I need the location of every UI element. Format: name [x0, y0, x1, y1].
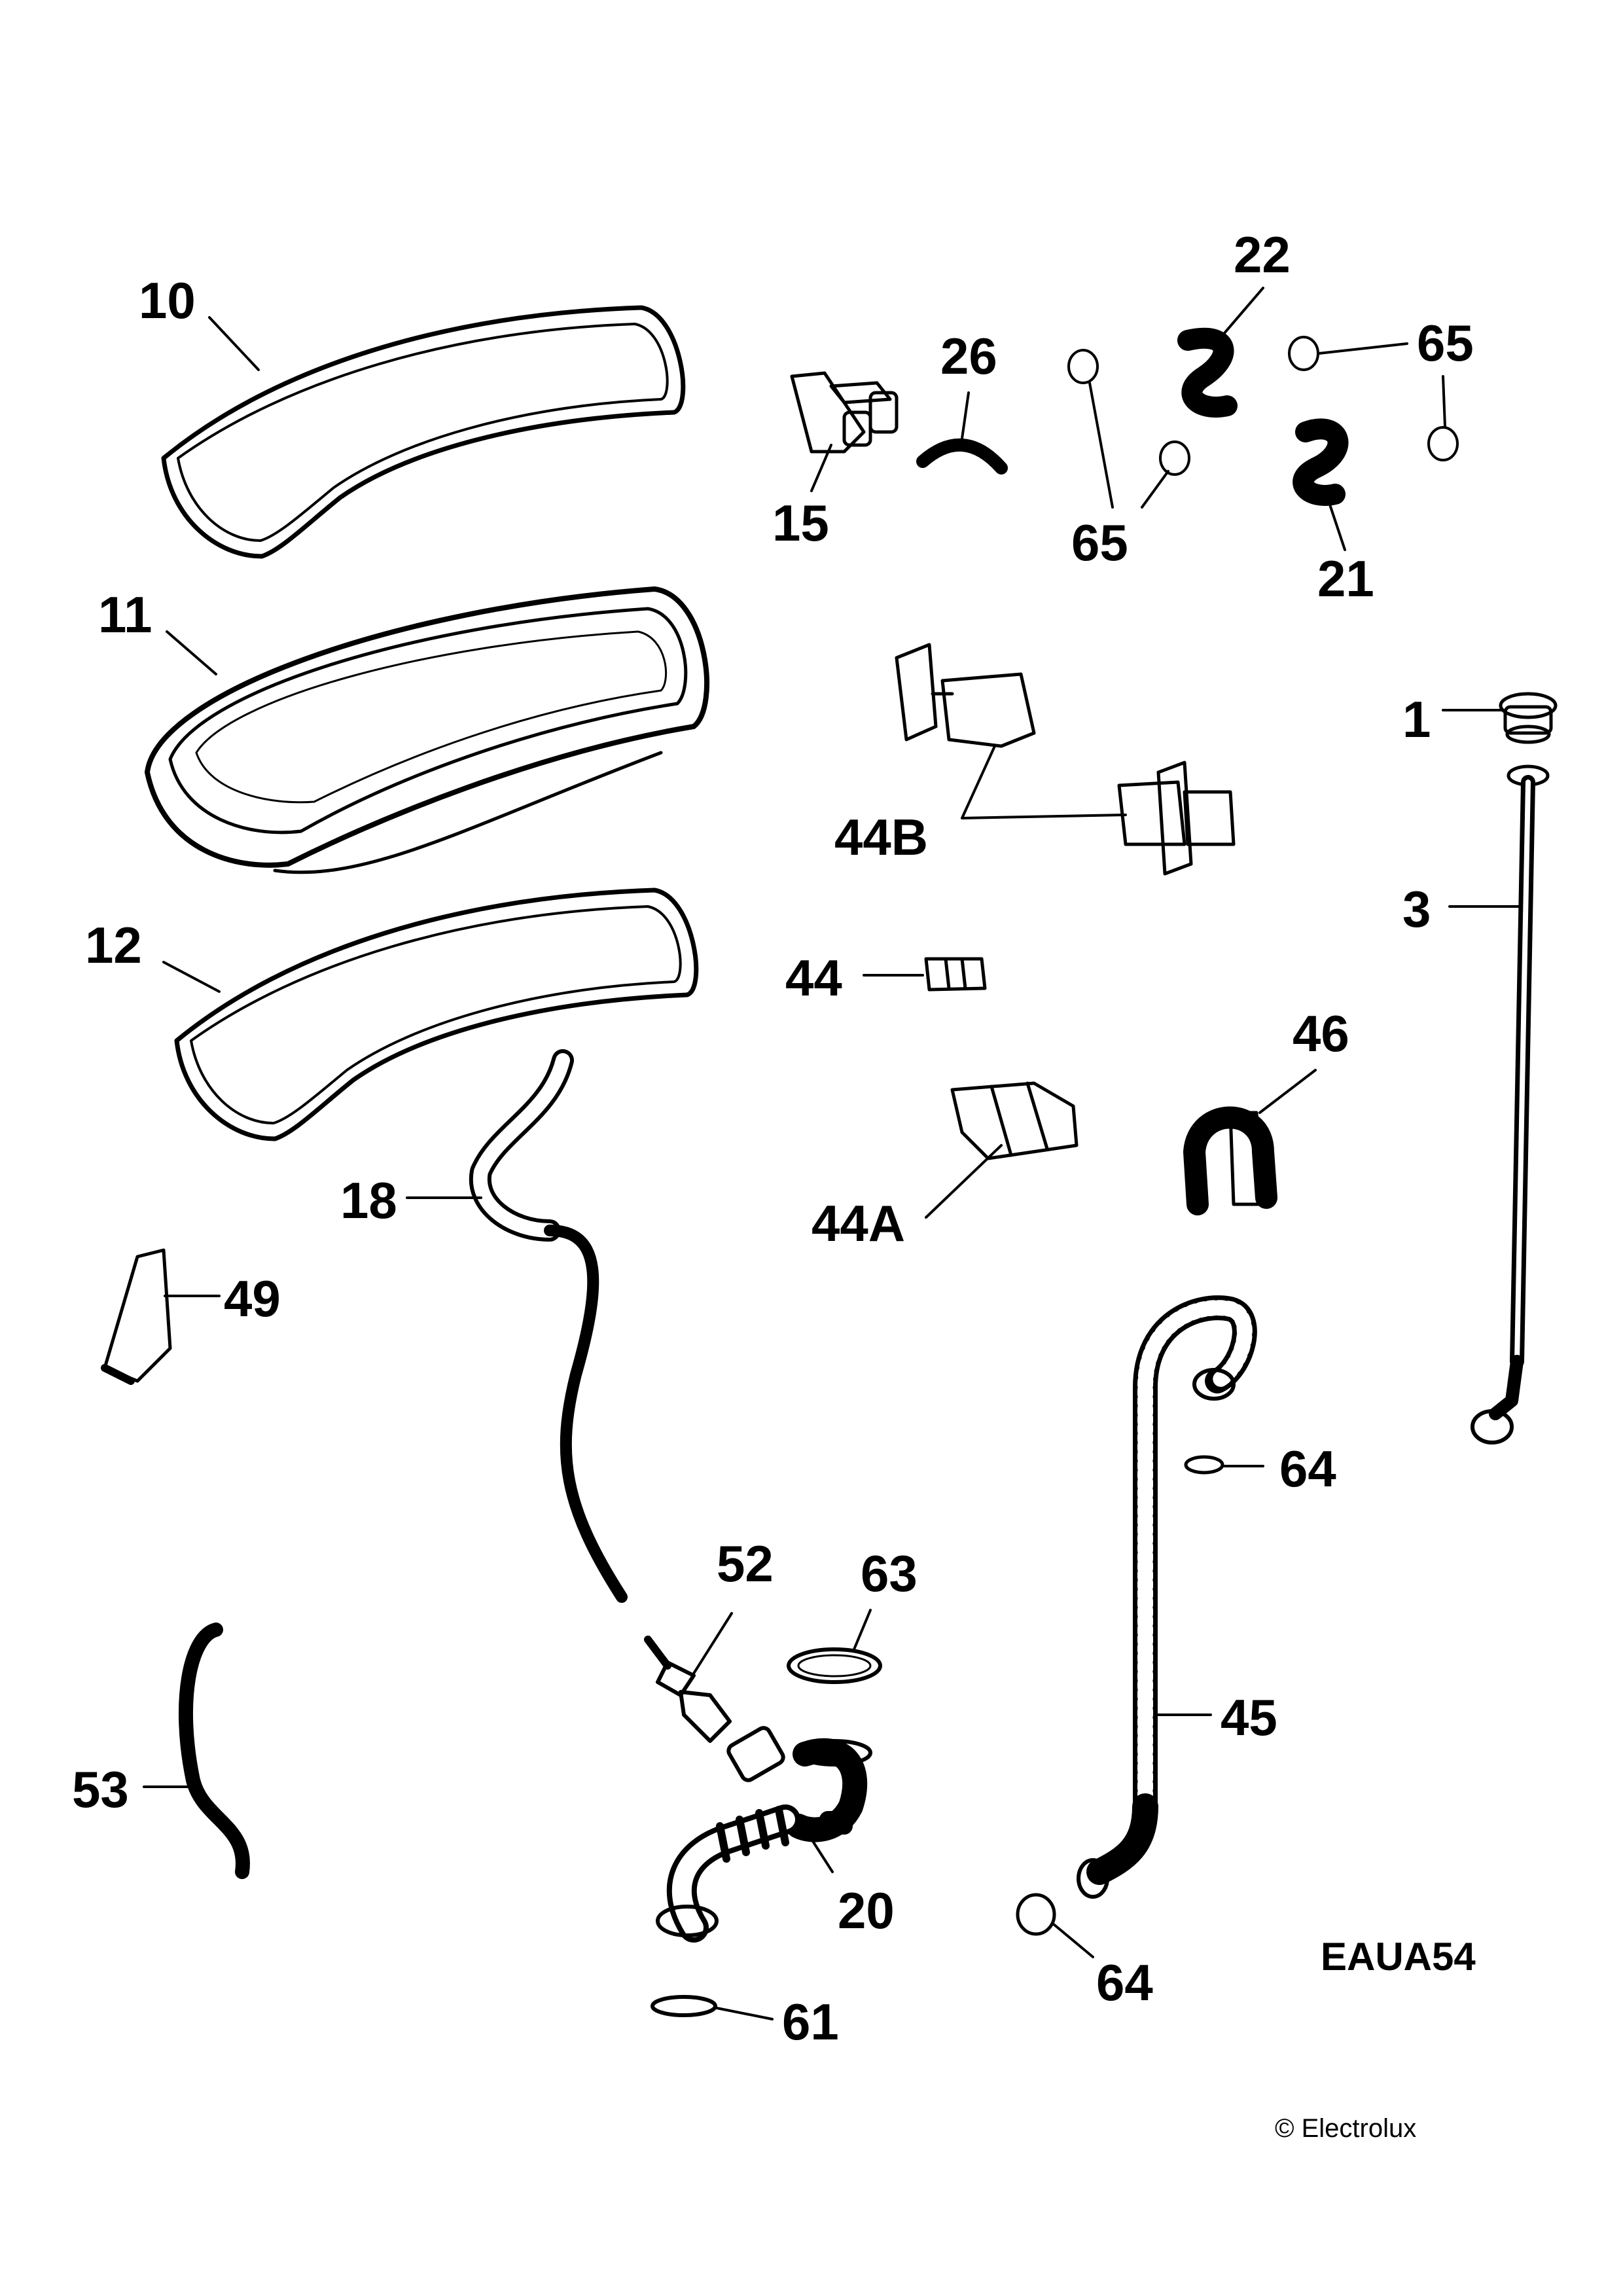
part-52-connector: [644, 1636, 732, 1743]
callout-12: 12: [85, 916, 142, 974]
leader-64-b: [1052, 1923, 1094, 1958]
part-3-inlet-hose: [1471, 764, 1550, 1444]
leader-44b: [961, 745, 1127, 819]
part-61-clamp: [651, 1995, 717, 2017]
part-15-valve: [790, 371, 899, 454]
callout-61: 61: [782, 1993, 839, 2051]
part-46-hose-guide: [1183, 1106, 1277, 1215]
callout-18: 18: [340, 1172, 397, 1229]
part-26-hose: [916, 438, 1008, 475]
leader-15: [810, 444, 832, 492]
leader-65-a: [1088, 382, 1114, 509]
leader-65-b: [1141, 470, 1169, 509]
leader-22: [1222, 287, 1264, 335]
part-1-cap: [1499, 692, 1558, 744]
callout-15: 15: [772, 494, 829, 552]
part-64-clamps: [1016, 1455, 1224, 1936]
callout-44: 44: [785, 949, 842, 1007]
callout-64-upper: 64: [1279, 1440, 1336, 1498]
leader-63: [853, 1609, 872, 1651]
callout-20: 20: [838, 1882, 895, 1939]
leader-65-c: [1317, 342, 1408, 355]
leader-26: [961, 391, 970, 440]
leader-44a: [925, 1144, 1003, 1219]
callout-65-left: 65: [1071, 514, 1128, 571]
leader-52: [691, 1612, 733, 1677]
part-65-rings: [1067, 336, 1459, 476]
part-63-clamp: [787, 1647, 882, 1684]
callout-21: 21: [1317, 550, 1374, 607]
callout-53: 53: [72, 1761, 129, 1818]
callout-26: 26: [940, 327, 997, 385]
callout-44a: 44A: [812, 1194, 906, 1252]
part-12-clamp-ring: [174, 888, 699, 1141]
leader-12: [162, 961, 221, 993]
leader-46: [1258, 1069, 1317, 1114]
part-45-drain-hose: [1077, 1295, 1257, 1899]
callout-22: 22: [1234, 226, 1291, 283]
callout-52: 52: [717, 1535, 774, 1592]
callout-45: 45: [1221, 1689, 1277, 1746]
part-10-door-gasket: [161, 305, 686, 559]
callout-1: 1: [1402, 691, 1431, 748]
leader-10: [208, 316, 260, 371]
part-44a-clamp: [950, 1081, 1079, 1160]
part-18-drain-hose: [469, 1049, 628, 1603]
leader-65-d: [1442, 375, 1446, 428]
callout-46: 46: [1293, 1005, 1349, 1062]
leader-20: [810, 1838, 834, 1873]
copyright-notice: © Electrolux: [1275, 2114, 1417, 2143]
part-22-hose: [1177, 327, 1238, 418]
part-49-brush: [101, 1248, 172, 1385]
callout-65-right: 65: [1417, 314, 1474, 372]
part-11-door-bellows: [145, 586, 709, 874]
callout-10: 10: [139, 272, 196, 329]
callout-3: 3: [1402, 880, 1431, 938]
leader-61: [715, 2007, 774, 2020]
part-53-hose: [178, 1623, 250, 1879]
part-21-hose: [1293, 418, 1349, 506]
part-44-clip: [924, 957, 987, 992]
part-20-sump-hose: [656, 1726, 872, 1943]
callout-11: 11: [98, 586, 152, 643]
leader-11: [166, 630, 217, 675]
part-44b-clips: [895, 643, 1236, 876]
callout-49: 49: [224, 1270, 281, 1327]
leader-21: [1327, 499, 1346, 551]
callout-44b: 44B: [834, 808, 929, 866]
callout-63: 63: [861, 1545, 918, 1602]
diagram-code: EAUA54: [1321, 1935, 1476, 1979]
callout-64-lower: 64: [1096, 1954, 1153, 2011]
